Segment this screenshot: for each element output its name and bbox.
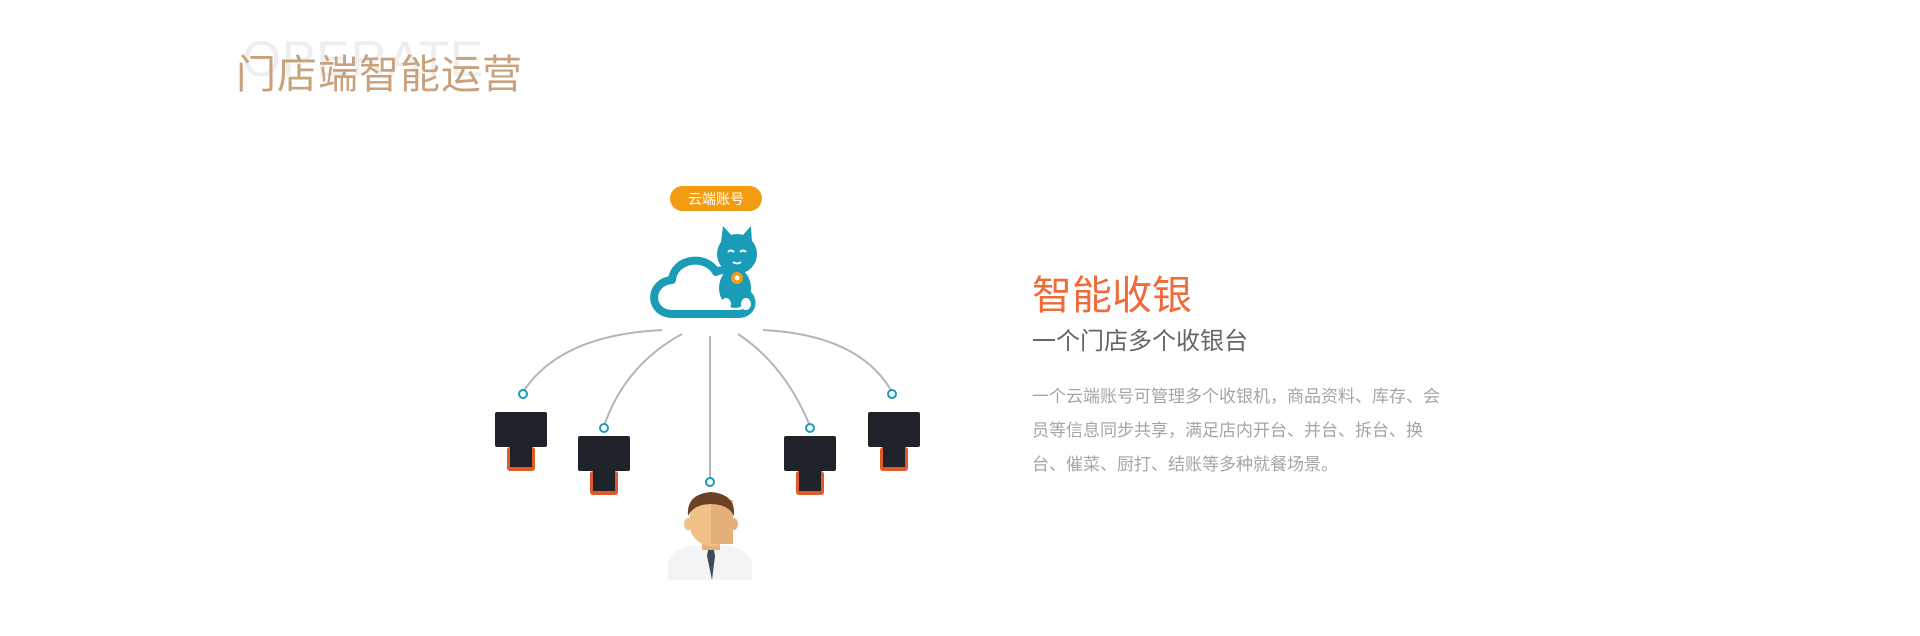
endpoint-dot <box>599 423 609 433</box>
cloud-account-badge: 云端账号 <box>670 186 762 211</box>
connection-line-2 <box>603 333 683 427</box>
pos-terminal-icon <box>578 436 630 495</box>
feature-title: 智能收银 <box>1032 273 1192 319</box>
connection-line-5 <box>762 329 893 393</box>
feature-panel: 智能收银 一个门店多个收银台 一个云端账号可管理多个收银机，商品资料、库存、会员… <box>1032 270 1452 482</box>
connection-lines <box>522 329 893 480</box>
feature-description: 一个云端账号可管理多个收银机，商品资料、库存、会员等信息同步共享，满足店内开台、… <box>1032 387 1440 475</box>
connection-endpoints <box>518 389 897 487</box>
endpoint-dot <box>887 389 897 399</box>
cloud-badge-label: 云端账号 <box>688 192 744 208</box>
endpoint-dot <box>705 477 715 487</box>
pos-terminal-icon <box>495 412 547 471</box>
cloud-cat-icon <box>650 226 757 318</box>
pos-terminal-icon <box>868 412 920 471</box>
endpoint-dot <box>805 423 815 433</box>
connection-line-1 <box>522 329 663 393</box>
pos-terminal-icon <box>784 436 836 495</box>
diagram-canvas: 云端账号 <box>495 186 920 580</box>
section-header: OPERATE 门店端智能运营 <box>236 30 736 110</box>
endpoint-dot <box>518 389 528 399</box>
connection-line-4 <box>737 333 811 427</box>
multi-terminal-diagram: 云端账号 <box>480 180 940 600</box>
feature-subtitle: 一个门店多个收银台 <box>1032 327 1248 355</box>
section-title: 门店端智能运营 <box>236 52 523 98</box>
manager-avatar-icon <box>668 492 752 580</box>
section-watermark: OPERATE <box>242 31 485 87</box>
